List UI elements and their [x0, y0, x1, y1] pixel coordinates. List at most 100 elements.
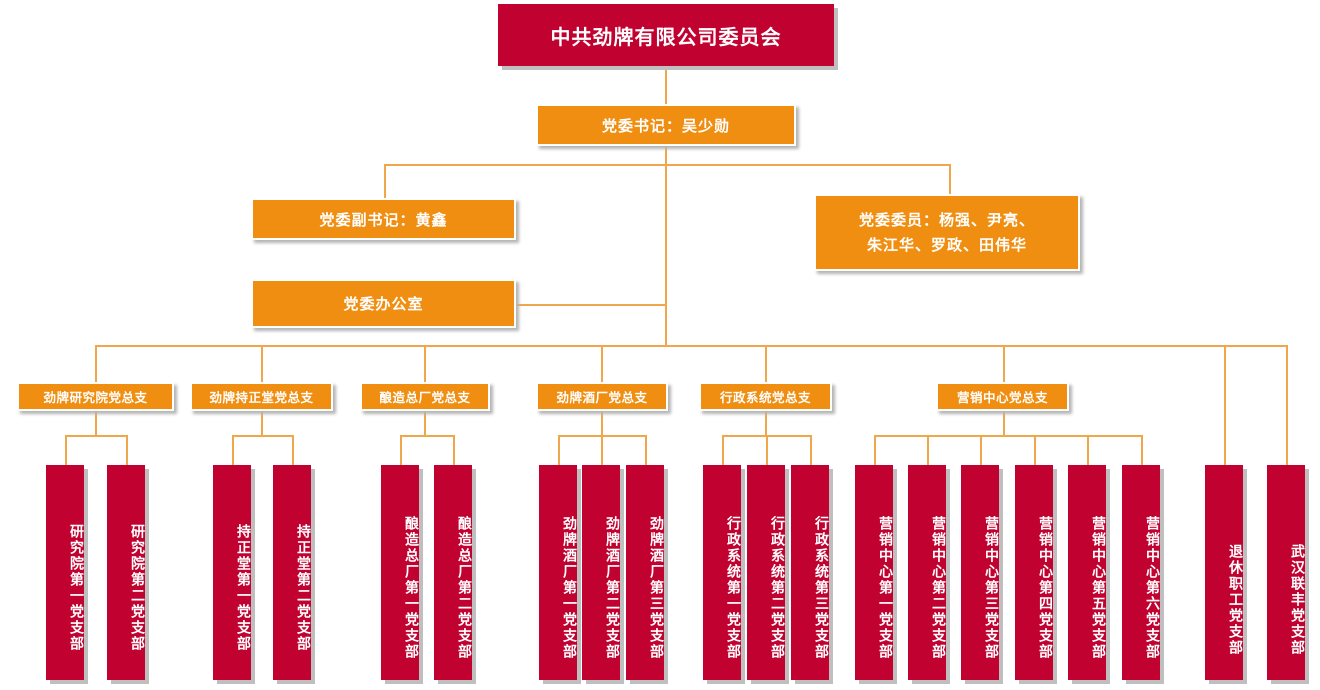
branch-box-distillery-3[interactable]: 劲牌酒厂第三党支部	[626, 465, 664, 680]
branch-box-admin-2[interactable]: 行政系统第二党支部	[747, 465, 785, 680]
connector-gb3-child-1	[400, 435, 402, 465]
connector-bus-to-gb-2	[261, 345, 263, 383]
connector-gb4-child-1	[558, 435, 560, 465]
branch-label-wuhan-lianfeng: 武汉联丰党支部	[1289, 544, 1305, 656]
node-general-branch-admin[interactable]: 行政系统党总支	[699, 382, 832, 411]
node-committee-members[interactable]: 党委委员：杨强、尹亮、 朱江华、罗政、田伟华	[814, 194, 1080, 271]
branch-label-marketing-5: 营销中心第五党支部	[1090, 515, 1106, 660]
branch-box-marketing-1[interactable]: 营销中心第一党支部	[855, 465, 893, 680]
connector-gb1-bus	[65, 435, 126, 437]
branch-box-wuhan-lianfeng[interactable]: 武汉联丰党支部	[1267, 465, 1305, 680]
node-party-office[interactable]: 党委办公室	[251, 279, 516, 328]
connector-gb6-child-6	[1141, 435, 1143, 465]
node-general-branch-admin-label: 行政系统党总支	[719, 390, 811, 405]
branch-box-marketing-4[interactable]: 营销中心第四党支部	[1015, 465, 1053, 680]
node-general-branch-brewery[interactable]: 酿造总厂党总支	[360, 382, 490, 411]
branch-label-marketing-2: 营销中心第二党支部	[930, 515, 946, 660]
branch-box-chizhengtang-2[interactable]: 持正堂第二党支部	[273, 465, 311, 680]
connector-bus-to-gb-5	[765, 345, 767, 383]
branch-label-admin-1: 行政系统第一党支部	[725, 515, 741, 660]
branch-box-admin-1[interactable]: 行政系统第一党支部	[703, 465, 741, 680]
connector-bus-to-gb-3	[424, 345, 426, 383]
node-general-branch-distillery-label: 劲牌酒厂党总支	[556, 390, 648, 405]
connector-gb6-child-5	[1087, 435, 1089, 465]
branch-label-marketing-3: 营销中心第三党支部	[983, 515, 999, 660]
connector-to-committee-members	[949, 164, 951, 194]
branch-box-marketing-2[interactable]: 营销中心第二党支部	[908, 465, 946, 680]
branch-label-distillery-2: 劲牌酒厂第二党支部	[604, 515, 620, 660]
node-general-branch-marketing[interactable]: 营销中心党总支	[936, 382, 1069, 411]
connector-gb3-bus	[400, 435, 453, 437]
connector-gb6-child-4	[1034, 435, 1036, 465]
branch-box-distillery-2[interactable]: 劲牌酒厂第二党支部	[582, 465, 620, 680]
branch-box-brewery-1[interactable]: 酿造总厂第一党支部	[381, 465, 419, 680]
connector-gb5-child-1	[722, 435, 724, 465]
connector-main-bus	[95, 345, 1287, 347]
branch-label-research-2: 研究院第二党支部	[129, 523, 145, 652]
branch-box-admin-3[interactable]: 行政系统第三党支部	[791, 465, 829, 680]
branch-box-research-1[interactable]: 研究院第一党支部	[46, 465, 84, 680]
branch-box-retiree[interactable]: 退休职工党支部	[1205, 465, 1243, 680]
node-root-committee[interactable]: 中共劲牌有限公司委员会	[498, 4, 834, 66]
node-general-branch-chizhengtang[interactable]: 劲牌持正堂党总支	[190, 382, 333, 411]
branch-label-retiree: 退休职工党支部	[1227, 544, 1243, 656]
branch-label-marketing-6: 营销中心第六党支部	[1144, 515, 1160, 660]
connector-gb2-stem	[261, 411, 263, 435]
node-deputy-secretary[interactable]: 党委副书记：黄鑫	[251, 198, 516, 240]
connector-gb5-child-3	[810, 435, 812, 465]
node-general-branch-distillery[interactable]: 劲牌酒厂党总支	[536, 382, 668, 411]
connector-gb5-child-2	[766, 435, 768, 465]
node-root-label: 中共劲牌有限公司委员会	[550, 24, 782, 49]
connector-gb5-stem	[765, 411, 767, 435]
branch-label-distillery-1: 劲牌酒厂第一党支部	[561, 515, 577, 660]
connector-level2-bus	[384, 164, 951, 166]
connector-bus-to-gb-1	[95, 345, 97, 383]
connector-gb1-child-2	[126, 435, 128, 465]
branch-label-marketing-1: 营销中心第一党支部	[877, 515, 893, 660]
connector-gb6-child-2	[927, 435, 929, 465]
connector-gb6-stem	[1003, 411, 1005, 435]
branch-label-admin-2: 行政系统第二党支部	[769, 515, 785, 660]
connector-office-to-spine	[512, 304, 667, 306]
branch-box-chizhengtang-1[interactable]: 持正堂第一党支部	[213, 465, 251, 680]
branch-box-brewery-2[interactable]: 酿造总厂第二党支部	[434, 465, 472, 680]
branch-label-admin-3: 行政系统第三党支部	[813, 515, 829, 660]
node-general-branch-research[interactable]: 劲牌研究院党总支	[17, 382, 174, 411]
node-party-secretary-label: 党委书记：吴少勋	[601, 116, 730, 135]
connector-bus-to-gb-6	[1003, 345, 1005, 383]
branch-label-chizhengtang-1: 持正堂第一党支部	[235, 523, 251, 652]
branch-label-brewery-2: 酿造总厂第二党支部	[456, 515, 472, 660]
connector-gb2-bus	[232, 435, 292, 437]
connector-to-deputy-secretary	[384, 164, 386, 198]
connector-gb3-child-2	[453, 435, 455, 465]
branch-label-research-1: 研究院第一党支部	[68, 523, 84, 652]
branch-box-marketing-5[interactable]: 营销中心第五党支部	[1068, 465, 1106, 680]
node-party-office-label: 党委办公室	[343, 295, 424, 313]
node-committee-members-line1: 党委委员：杨强、尹亮、	[858, 210, 1035, 229]
connector-gb3-stem	[424, 411, 426, 435]
node-party-secretary[interactable]: 党委书记：吴少勋	[536, 104, 796, 146]
branch-label-marketing-4: 营销中心第四党支部	[1037, 515, 1053, 660]
branch-label-brewery-1: 酿造总厂第一党支部	[403, 515, 419, 660]
connector-gb2-child-2	[292, 435, 294, 465]
connector-gb4-child-2	[601, 435, 603, 465]
branch-box-distillery-1[interactable]: 劲牌酒厂第一党支部	[539, 465, 577, 680]
node-general-branch-research-label: 劲牌研究院党总支	[43, 390, 148, 405]
connector-secretary-spine	[665, 146, 667, 346]
connector-gb6-child-3	[980, 435, 982, 465]
branch-box-marketing-6[interactable]: 营销中心第六党支部	[1122, 465, 1160, 680]
branch-box-marketing-3[interactable]: 营销中心第三党支部	[961, 465, 999, 680]
node-deputy-secretary-label: 党委副书记：黄鑫	[319, 210, 448, 229]
connector-gb4-stem	[601, 411, 603, 435]
connector-gb1-child-1	[65, 435, 67, 465]
connector-bus-to-retiree	[1224, 345, 1226, 465]
node-general-branch-brewery-label: 酿造总厂党总支	[379, 390, 471, 405]
connector-gb2-child-1	[232, 435, 234, 465]
branch-label-distillery-3: 劲牌酒厂第三党支部	[648, 515, 664, 660]
connector-gb6-child-1	[874, 435, 876, 465]
connector-gb1-stem	[95, 411, 97, 435]
branch-box-research-2[interactable]: 研究院第二党支部	[107, 465, 145, 680]
connector-bus-to-wuhan	[1286, 345, 1288, 465]
connector-bus-to-gb-4	[601, 345, 603, 383]
